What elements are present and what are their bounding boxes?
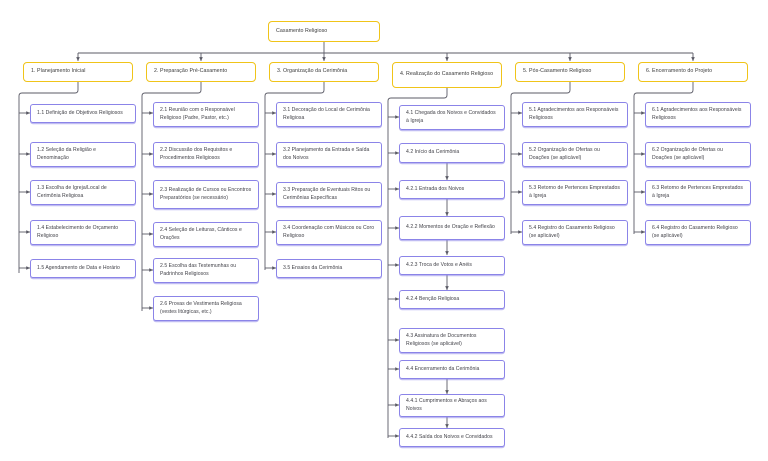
task-node[interactable]: 1.5 Agendamento de Data e Horário [30, 259, 136, 278]
task-label: 2.5 Escolha das Testemunhas ou Padrinhos… [160, 262, 237, 277]
task-label: 1.5 Agendamento de Data e Horário [37, 264, 120, 271]
task-node[interactable]: 6.4 Registro do Casamento Religioso (se … [645, 220, 751, 245]
task-label: 5.1 Agradecimentos aos Responsáveis Reli… [529, 106, 619, 121]
task-label: 6.3 Retorno de Pertences Emprestados à I… [652, 184, 743, 199]
phase-header-label: 1. Planejamento Inicial [31, 68, 86, 75]
task-node[interactable]: 6.3 Retorno de Pertences Emprestados à I… [645, 180, 751, 205]
task-label: 1.4 Estabelecimento de Orçamento Religio… [37, 224, 119, 239]
task-node[interactable]: 3.4 Coordenação com Músicos ou Coro Reli… [276, 220, 382, 245]
task-label: 4.2 Início da Cerimônia [406, 149, 460, 156]
task-node[interactable]: 6.2 Organização de Ofertas ou Doações (s… [645, 142, 751, 167]
task-label: 3.3 Preparação de Eventuais Ritos ou Cer… [283, 186, 371, 201]
task-label: 4.4 Encerramento da Cerimônia [406, 365, 480, 372]
task-node[interactable]: 3.5 Ensaios da Cerimônia [276, 259, 382, 278]
task-node[interactable]: 1.4 Estabelecimento de Orçamento Religio… [30, 220, 136, 245]
phase-header-6[interactable]: 6. Encerramento do Projeto [638, 62, 748, 82]
task-label: 6.1 Agradecimentos aos Responsáveis Reli… [652, 106, 742, 121]
task-node[interactable]: 1.2 Seleção da Religião e Denominação [30, 142, 136, 167]
task-label: 2.1 Reunião com o Responsável Religioso … [160, 106, 235, 121]
phase-header-1[interactable]: 1. Planejamento Inicial [23, 62, 133, 82]
task-node[interactable]: 5.2 Organização de Ofertas ou Doações (s… [522, 142, 628, 167]
phase-header-3[interactable]: 3. Organização da Cerimônia [269, 62, 379, 82]
task-label: 3.1 Decoração do Local de Cerimônia Reli… [283, 106, 370, 121]
task-node[interactable]: 2.5 Escolha das Testemunhas ou Padrinhos… [153, 258, 259, 283]
task-label: 2.4 Seleção de Leituras, Cânticos e Oraç… [160, 226, 242, 241]
task-node[interactable]: 4.2.2 Momentos de Oração e Reflexão [399, 216, 505, 240]
phase-header-label: 2. Preparação Pré-Casamento [154, 68, 228, 75]
task-label: 2.6 Provas de Vestimenta Religiosa (vest… [160, 300, 242, 315]
task-node[interactable]: 4.3 Assinatura de Documentos Religiosos … [399, 328, 505, 353]
task-node[interactable]: 5.3 Retorno de Pertences Emprestados à I… [522, 180, 628, 205]
task-node[interactable]: 1.3 Escolha de Igreja/Local de Cerimônia… [30, 180, 136, 205]
task-node[interactable]: 4.2 Início da Cerimônia [399, 143, 505, 163]
root-node-label: Casamento Religioso [276, 27, 328, 34]
task-label: 4.1 Chegada dos Noivos e Convidados à Ig… [406, 109, 496, 124]
task-node[interactable]: 3.1 Decoração do Local de Cerimônia Reli… [276, 102, 382, 127]
task-label: 1.2 Seleção da Religião e Denominação [37, 146, 97, 161]
task-label: 4.4.1 Cumprimentos e Abraços aos Noivos [406, 397, 487, 412]
phase-header-5[interactable]: 5. Pós-Casamento Religioso [515, 62, 625, 82]
task-node[interactable]: 2.1 Reunião com o Responsável Religioso … [153, 102, 259, 127]
task-label: 3.5 Ensaios da Cerimônia [283, 264, 343, 271]
task-label: 4.2.2 Momentos de Oração e Reflexão [406, 224, 495, 231]
task-node[interactable]: 5.4 Registro do Casamento Religioso (se … [522, 220, 628, 245]
task-label: 4.2.4 Benção Religiosa [406, 295, 460, 302]
phase-header-label: 6. Encerramento do Projeto [646, 68, 713, 75]
task-node[interactable]: 3.3 Preparação de Eventuais Ritos ou Cer… [276, 182, 382, 207]
task-node[interactable]: 1.1 Definição de Objetivos Religiosos [30, 104, 136, 123]
task-label: 5.2 Organização de Ofertas ou Doações (s… [529, 146, 600, 161]
root-node[interactable]: Casamento Religioso [268, 21, 380, 42]
task-label: 6.2 Organização de Ofertas ou Doações (s… [652, 146, 723, 161]
phase-header-4[interactable]: 4. Realização do Casamento Religioso [392, 62, 502, 88]
task-node[interactable]: 4.2.4 Benção Religiosa [399, 290, 505, 309]
task-label: 6.4 Registro do Casamento Religioso (se … [652, 224, 738, 239]
task-label: 4.2.3 Troca de Votos e Anéis [406, 261, 472, 268]
task-node[interactable]: 4.4.2 Saída dos Noivos e Convidados [399, 428, 505, 447]
task-node[interactable]: 3.2 Planejamento da Entrada e Saída dos … [276, 142, 382, 167]
task-label: 2.2 Discussão dos Requisitos e Procedime… [160, 146, 233, 161]
task-node[interactable]: 4.4.1 Cumprimentos e Abraços aos Noivos [399, 394, 505, 417]
phase-header-label: 3. Organização da Cerimônia [277, 68, 348, 75]
task-node[interactable]: 2.4 Seleção de Leituras, Cânticos e Oraç… [153, 222, 259, 247]
task-label: 4.3 Assinatura de Documentos Religiosos … [406, 332, 477, 347]
task-node[interactable]: 2.2 Discussão dos Requisitos e Procedime… [153, 142, 259, 167]
phase-header-2[interactable]: 2. Preparação Pré-Casamento [146, 62, 256, 82]
task-label: 5.3 Retorno de Pertences Emprestados à I… [529, 184, 620, 199]
task-label: 5.4 Registro do Casamento Religioso (se … [529, 224, 615, 239]
task-node[interactable]: 5.1 Agradecimentos aos Responsáveis Reli… [522, 102, 628, 127]
phase-header-label: 4. Realização do Casamento Religioso [400, 71, 494, 78]
task-label: 4.4.2 Saída dos Noivos e Convidados [406, 433, 493, 440]
task-label: 2.3 Realização de Cursos ou Encontros Pr… [160, 186, 252, 201]
task-label: 3.2 Planejamento da Entrada e Saída dos … [283, 146, 370, 161]
phase-header-label: 5. Pós-Casamento Religioso [523, 68, 592, 75]
task-node[interactable]: 2.3 Realização de Cursos ou Encontros Pr… [153, 180, 259, 209]
task-node[interactable]: 4.1 Chegada dos Noivos e Convidados à Ig… [399, 105, 505, 130]
task-label: 4.2.1 Entrada dos Noivos [406, 185, 465, 192]
task-node[interactable]: 4.2.3 Troca de Votos e Anéis [399, 256, 505, 275]
task-node[interactable]: 4.4 Encerramento da Cerimônia [399, 360, 505, 379]
task-node[interactable]: 4.2.1 Entrada dos Noivos [399, 180, 505, 199]
task-label: 1.1 Definição de Objetivos Religiosos [37, 109, 123, 116]
task-label: 3.4 Coordenação com Músicos ou Coro Reli… [283, 224, 375, 239]
task-node[interactable]: 6.1 Agradecimentos aos Responsáveis Reli… [645, 102, 751, 127]
task-node[interactable]: 2.6 Provas de Vestimenta Religiosa (vest… [153, 296, 259, 321]
task-label: 1.3 Escolha de Igreja/Local de Cerimônia… [37, 184, 107, 199]
